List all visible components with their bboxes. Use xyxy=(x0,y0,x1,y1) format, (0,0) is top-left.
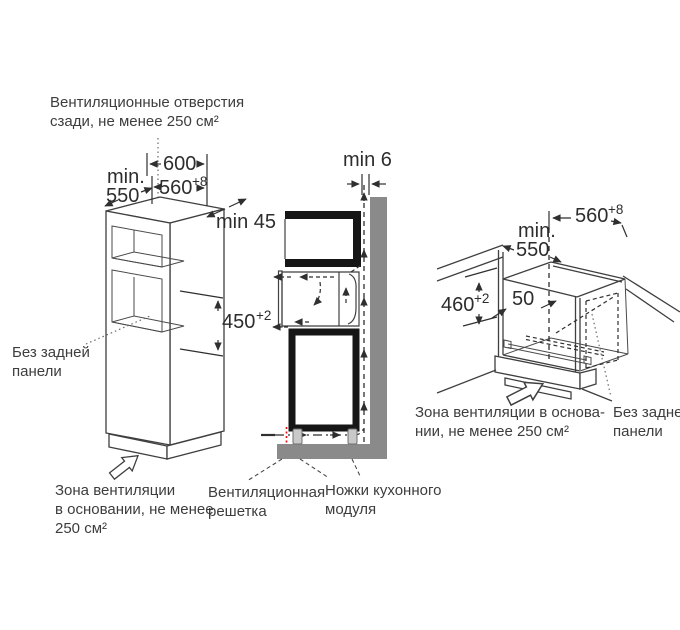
cross-section-drawing: min 6 xyxy=(208,149,441,520)
note-vent-holes-line1: Вентиляционные отверстия xyxy=(50,94,244,111)
cabinet-outline xyxy=(105,196,225,460)
note-vent-holes-line2: сзади, не менее 250 см² xyxy=(50,113,219,130)
label-no-back-panel-right-line1: Без задней xyxy=(613,404,680,421)
dim-450-tolerance: +2 xyxy=(256,308,271,323)
tall-cabinet-drawing: Вентиляционные отверстия сзади, не менее… xyxy=(12,94,276,537)
dim-550-right-label: 550 xyxy=(516,239,549,261)
back-panel-phantom xyxy=(555,292,619,398)
label-no-back-panel-left-line1: Без задней xyxy=(12,344,90,361)
lower-compartment xyxy=(288,328,360,432)
dim-460-label: 460 xyxy=(441,294,474,316)
label-no-back-panel-left-line2: панели xyxy=(12,363,62,380)
dim-450-2: 450 +2 xyxy=(179,290,271,357)
dim-560-label: 560 xyxy=(159,177,192,199)
dim-min-6-label: min 6 xyxy=(343,149,392,171)
dim-50: 50 xyxy=(491,288,557,319)
label-vent-zone-right-line1: Зона вентиляции в основа- xyxy=(415,404,605,421)
appliance-rails xyxy=(503,335,605,366)
dim-560-right-label: 560 xyxy=(575,205,608,227)
label-module-feet-line2: модуля xyxy=(325,501,376,518)
no-back-panel-right-leader xyxy=(591,313,612,398)
dim-min-550-right: min. 550 xyxy=(502,220,562,263)
grille-leader xyxy=(246,458,283,482)
dim-600-label: 600 xyxy=(163,153,196,175)
label-vent-zone-left-line3: 250 см² xyxy=(55,520,107,537)
label-vent-zone-right-line2: нии, не менее 250 см² xyxy=(415,423,569,440)
feet-leader-1 xyxy=(299,458,330,479)
appliance-door xyxy=(277,270,283,328)
dim-min-label: min. xyxy=(107,166,145,188)
base-cabinet-drawing: 560 +8 min. 550 460 +2 50 xyxy=(415,202,680,440)
niche-outline xyxy=(497,250,629,375)
dim-450-label: 450 xyxy=(222,311,255,333)
countertop xyxy=(436,244,680,323)
dim-50-label: 50 xyxy=(512,288,534,310)
dim-min-45-label: min 45 xyxy=(216,211,276,233)
airflow-appliance xyxy=(272,264,362,331)
floor xyxy=(277,444,387,459)
cabinet-foot-left xyxy=(292,428,303,445)
label-no-back-panel-right-line2: панели xyxy=(613,423,663,440)
label-module-feet-line1: Ножки кухонного xyxy=(325,482,441,499)
dim-min-45: min 45 xyxy=(206,198,276,233)
dim-560-tolerance: +8 xyxy=(192,174,207,189)
wall xyxy=(370,197,387,459)
dim-560-right-tolerance: +8 xyxy=(608,202,623,217)
dim-600: 600 xyxy=(146,153,208,206)
dim-460-tolerance: +2 xyxy=(474,291,489,306)
dim-min-550: min. 550 xyxy=(104,166,153,207)
label-vent-zone-left-line1: Зона вентиляции xyxy=(55,482,175,499)
label-vent-grille-line2: решетка xyxy=(208,503,267,520)
dim-560-8-right: 560 +8 xyxy=(552,202,628,238)
feet-leader-2 xyxy=(351,458,362,479)
dim-min-right-label: min. xyxy=(518,220,556,242)
upper-compartment xyxy=(284,211,361,267)
cabinet-foot-right xyxy=(347,428,358,445)
base-airflow-arrow-right xyxy=(505,381,545,407)
dim-min-6: min 6 xyxy=(343,149,392,195)
cabinet-plinth-side xyxy=(166,431,222,460)
base-airflow-arrow xyxy=(108,454,139,481)
dim-460-2: 460 +2 xyxy=(441,267,498,327)
label-vent-grille-line1: Вентиляционная xyxy=(208,484,325,501)
label-vent-zone-left-line2: в основании, не менее xyxy=(55,501,214,518)
